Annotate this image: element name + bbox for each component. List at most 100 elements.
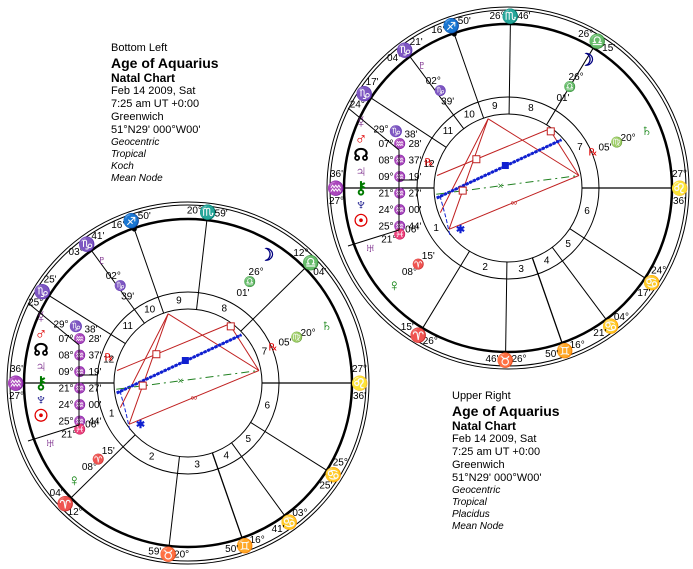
cusp-degree: 16° — [431, 25, 446, 36]
cusp-minute: 36' — [330, 169, 343, 180]
house-cusp-line — [250, 421, 328, 471]
planet-minute: 37' — [88, 351, 101, 362]
square-aspect-icon — [226, 322, 235, 331]
chart-zodiac: Tropical — [111, 149, 146, 160]
planet-degree: 26° — [569, 72, 584, 83]
planet-degree: 02° — [426, 76, 441, 87]
cusp-degree: 03° — [69, 247, 84, 258]
planet-uranus-icon: ♅ — [44, 433, 57, 452]
planet-sign-icon: ♒ — [394, 203, 406, 216]
retrograde-icon: ℞ — [589, 147, 598, 158]
house-cusp-line — [48, 295, 126, 345]
cusp-minute: 46' — [485, 354, 498, 365]
cusp-sign-icon: ♊ — [556, 342, 573, 359]
cusp-minute: 41' — [91, 231, 104, 242]
planet-degree: 21° — [58, 384, 73, 395]
aspect-line-square — [439, 118, 489, 213]
cusp-degree: 26° — [511, 354, 526, 365]
planet-degree: 08° — [378, 156, 393, 167]
cusp-sign-icon: ♌ — [351, 375, 368, 392]
cusp-degree: 27° — [329, 196, 344, 207]
planet-sign-icon: ♍ — [291, 330, 303, 343]
chart-node: Mean Node — [452, 521, 504, 532]
planet-saturn-icon: ♄ — [640, 121, 653, 140]
cusp-sign-icon: ♉ — [159, 546, 176, 563]
sextile-aspect-icon: ✱ — [136, 419, 145, 431]
cusp-sign-icon: ♐ — [123, 213, 140, 230]
planet-jupiter-icon: ♃ — [35, 357, 48, 376]
planet-degree: 08° — [82, 462, 97, 473]
cusp-degree: 03° — [292, 508, 307, 519]
planet-moon-icon: ☽ — [579, 51, 594, 70]
house-cusp-line — [240, 267, 306, 332]
house-cusp-line — [196, 220, 208, 310]
planet-minute: 37' — [408, 156, 421, 167]
natal-wheel-upper-right: 27°♒36'126°♈15'226°♉46'316°♊50'404°♋21'5… — [326, 6, 690, 370]
cusp-minute: 36' — [10, 364, 23, 375]
cusp-degree: 26° — [578, 29, 593, 40]
planet-minute: 44' — [88, 417, 101, 428]
planet-pluto-icon: ♇ — [416, 56, 429, 75]
planet-degree: 21° — [381, 234, 396, 245]
cusp-minute: 25' — [319, 480, 332, 491]
outer-ring — [6, 201, 370, 565]
planet-sign-icon: ♑ — [389, 125, 403, 138]
chart-subtitle: Natal Chart — [452, 419, 517, 433]
aspect-line-square — [548, 128, 580, 176]
planet-minute: 00' — [88, 400, 101, 411]
opposition-aspect-icon: ∞ — [191, 392, 197, 402]
planet-minute: 01' — [236, 288, 249, 299]
cusp-degree: 04° — [387, 53, 402, 64]
cusp-degree: 25° — [28, 298, 43, 309]
square-aspect-icon — [138, 381, 147, 390]
planet-venus-icon: ♀ — [388, 276, 401, 295]
cusp-sign-icon: ♎ — [302, 255, 319, 272]
planet-sign-icon: ♒ — [74, 349, 86, 362]
planet-stack-bracket — [27, 375, 80, 442]
aspect-line-trine — [116, 334, 242, 394]
planet-degree: 02° — [106, 271, 121, 282]
house-number: 6 — [265, 400, 271, 411]
planet-pluto-icon: ♇ — [96, 251, 109, 270]
cusp-degree: 27° — [672, 169, 687, 180]
planet-minute: 39' — [121, 292, 134, 303]
house-ring-outer — [416, 96, 600, 280]
house-number: 6 — [584, 206, 590, 217]
chart-caption: Bottom Left — [111, 42, 168, 54]
cusp-degree: 25° — [333, 457, 348, 468]
planet-minute: 38' — [404, 130, 417, 141]
house-number: 12 — [103, 355, 115, 366]
house-number: 11 — [123, 321, 134, 332]
cusp-sign-icon: ♈ — [410, 327, 427, 344]
house-cusp-line — [551, 246, 607, 320]
sextile-aspect-icon: ✱ — [456, 224, 465, 236]
planet-degree: 09° — [378, 172, 393, 183]
cusp-degree: 16° — [111, 220, 126, 231]
mc-line — [453, 32, 485, 119]
retrograde-icon: ℞ — [269, 342, 278, 353]
cusp-minute: 50' — [138, 211, 151, 222]
chart-subtitle: Natal Chart — [111, 71, 176, 85]
aspect-line-square — [116, 323, 230, 371]
planet-sign-icon: ♎ — [564, 80, 576, 93]
cusp-minute: 17' — [366, 77, 379, 88]
cusp-minute: 21' — [410, 37, 423, 48]
planet-chiron-icon: ⚷ — [355, 179, 367, 198]
cusp-minute: 50' — [458, 16, 471, 27]
chart-date: Feb 14 2009, Sat — [111, 85, 196, 97]
aspect-line-square — [487, 118, 580, 176]
planet-minute: 28' — [408, 139, 421, 150]
planet-minute: 05' — [278, 337, 291, 348]
quincunx-aspect-icon: ⨯ — [497, 181, 504, 190]
cusp-minute: 59' — [148, 546, 161, 557]
cusp-degree: 26° — [423, 336, 438, 347]
house-number: 9 — [176, 296, 182, 307]
chart-title: Age of Aquarius — [452, 403, 560, 419]
planet-sign-icon: ♒ — [74, 365, 86, 378]
house-number: 3 — [194, 460, 200, 471]
planet-jupiter-icon: ♃ — [355, 162, 368, 181]
chart-place: Greenwich — [111, 111, 164, 123]
cusp-sign-icon: ♑ — [78, 236, 95, 253]
planet-sign-icon: ♒ — [394, 154, 406, 167]
